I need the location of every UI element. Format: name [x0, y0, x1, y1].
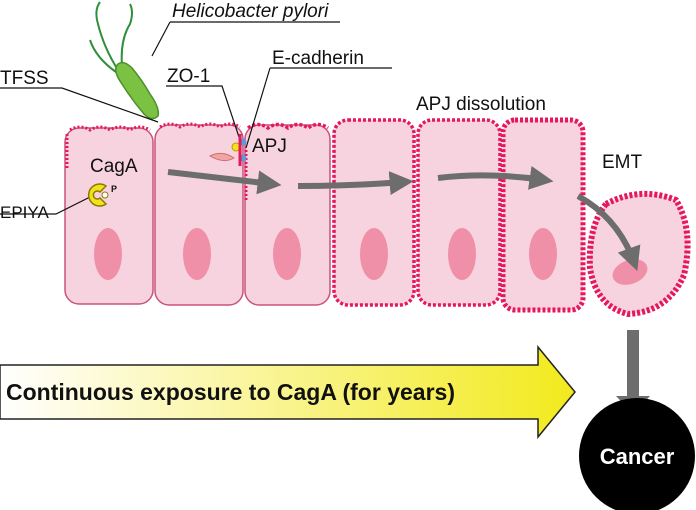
epithelial-cell-3: [244, 122, 331, 306]
process-arrow-2: [297, 171, 414, 196]
tfss-label: TFSS: [0, 68, 49, 89]
process-arrows: [167, 166, 641, 272]
nucleus: [360, 228, 388, 280]
flagella: [89, 39, 117, 73]
continuous-exposure-banner: Continuous exposure to CagA (for years): [0, 344, 576, 440]
junction-proteins: [208, 134, 247, 166]
process-arrow-4: [576, 193, 641, 272]
flagella: [95, 1, 119, 71]
leader-lines: [0, 21, 392, 215]
emt-label: EMT: [602, 152, 643, 173]
caga-label: CagA: [90, 156, 138, 177]
helicobacter-pylori-bacterium: [89, 1, 160, 120]
epithelial-cell-2: [154, 122, 244, 306]
apj-dissolution-label: APJ dissolution: [416, 94, 546, 115]
ecadherin-label: E-cadherin: [272, 48, 364, 69]
nucleus: [94, 228, 122, 280]
flagella: [120, 3, 133, 67]
epithelial-cell-1: [64, 125, 154, 305]
process-arrow-1: [167, 169, 282, 195]
nucleus: [529, 228, 557, 280]
apj-label: APJ: [252, 136, 287, 157]
helicobacter-pylori-label: Helicobacter pylori: [172, 1, 329, 22]
epithelial-cell-5: [416, 118, 502, 307]
zo1-label: ZO-1: [167, 66, 210, 87]
cancer-circle: Cancer: [579, 398, 695, 510]
epithelial-cell-4: [332, 118, 416, 307]
banner-label: Continuous exposure to CagA (for years): [6, 379, 455, 405]
process-arrow-3: [437, 166, 554, 190]
epiya-label: EPIYA: [0, 203, 49, 222]
caga-protein: [87, 183, 109, 207]
nucleus: [273, 228, 301, 280]
epithelial-cell-6: [500, 117, 586, 313]
nucleus: [448, 228, 476, 280]
cancer-label: Cancer: [600, 444, 675, 469]
phospho-label: P: [111, 184, 117, 194]
nucleus: [183, 228, 211, 280]
